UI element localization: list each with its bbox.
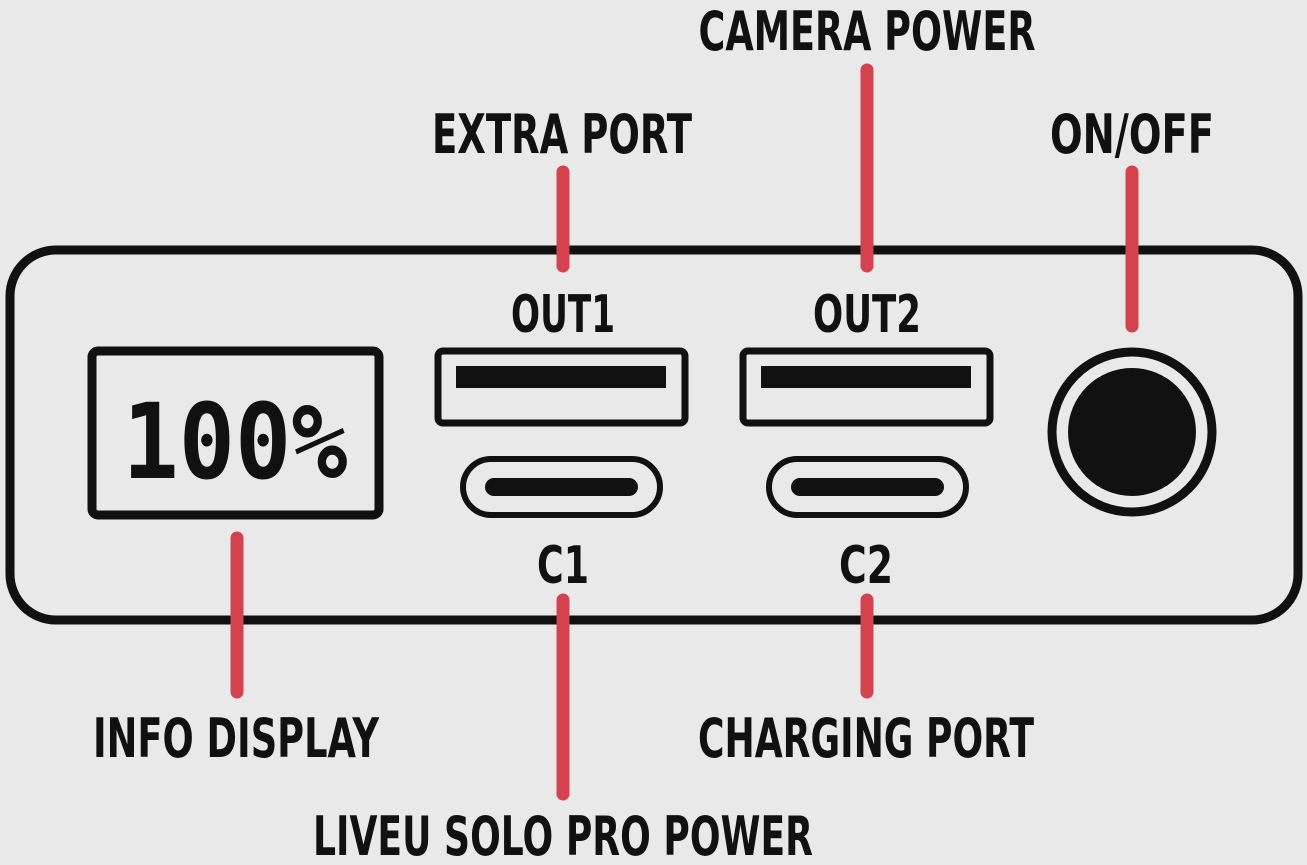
callout-liveu-power: LIVEU SOLO PRO POWER bbox=[313, 805, 813, 865]
usb-c-port-c1-tongue bbox=[485, 478, 638, 496]
callout-charging-port: CHARGING PORT bbox=[698, 707, 1034, 770]
usb-a-port-out1-tongue bbox=[456, 366, 666, 388]
usb-c-port-c2-tongue bbox=[791, 478, 944, 496]
port-label-out2: OUT2 bbox=[813, 285, 921, 345]
device-body bbox=[5, 245, 1303, 625]
callout-on-off: ON/OFF bbox=[1050, 103, 1214, 166]
usb-c-port-c2 bbox=[766, 456, 969, 518]
callout-info-display: INFO DISPLAY bbox=[93, 707, 380, 770]
callout-extra-port: EXTRA PORT bbox=[432, 103, 692, 166]
info-display-screen bbox=[87, 346, 384, 520]
usb-c-port-c1 bbox=[460, 456, 663, 518]
usb-a-port-out1 bbox=[434, 347, 689, 427]
port-label-out1: OUT1 bbox=[511, 285, 615, 345]
port-label-c1: C1 bbox=[537, 536, 589, 596]
port-label-c2: C2 bbox=[839, 536, 893, 596]
callout-camera-power: CAMERA POWER bbox=[699, 0, 1036, 63]
info-display-reading: 100% bbox=[123, 381, 348, 503]
usb-a-port-out2-tongue bbox=[761, 366, 971, 388]
power-button bbox=[1068, 368, 1196, 496]
power-button-ring bbox=[1047, 347, 1217, 517]
usb-a-port-out2 bbox=[739, 347, 994, 427]
